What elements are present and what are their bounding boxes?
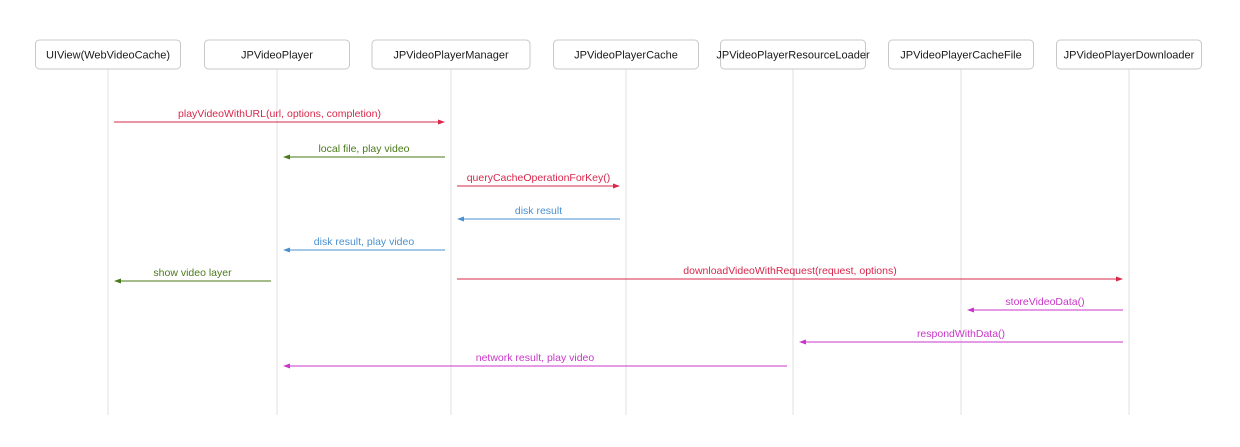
message-label: queryCacheOperationForKey() — [467, 172, 611, 184]
participant-cache: JPVideoPlayerCache — [553, 39, 699, 70]
participant-box — [720, 39, 866, 70]
participant-box — [371, 39, 531, 70]
message-3: queryCacheOperationForKey() — [457, 172, 620, 189]
message-4: disk result — [457, 205, 620, 222]
message-9: respondWithData() — [799, 328, 1123, 345]
message-7: downloadVideoWithRequest(request, option… — [457, 265, 1123, 282]
message-1: playVideoWithURL(url, options, completio… — [114, 108, 445, 125]
message-label: playVideoWithURL(url, options, completio… — [178, 108, 381, 120]
message-2: local file, play video — [283, 143, 445, 160]
participant-label: UIView(WebVideoCache) — [46, 50, 170, 62]
message-label: storeVideoData() — [1005, 296, 1084, 308]
participant-box — [35, 39, 181, 70]
participant-player: JPVideoPlayer — [204, 39, 350, 70]
message-label: network result, play video — [476, 352, 595, 364]
participant-manager: JPVideoPlayerManager — [371, 39, 531, 70]
participant-label: JPVideoPlayerManager — [393, 50, 509, 62]
arrowhead-icon — [283, 154, 290, 160]
arrowhead-icon — [438, 119, 445, 125]
message-6: show video layer — [114, 267, 271, 284]
participant-label: JPVideoPlayerDownloader — [1064, 50, 1195, 62]
message-label: disk result, play video — [314, 236, 415, 248]
participant-cachefile: JPVideoPlayerCacheFile — [888, 39, 1034, 70]
arrowhead-icon — [283, 363, 290, 369]
message-10: network result, play video — [283, 352, 787, 369]
arrowhead-icon — [613, 183, 620, 189]
participant-loader: JPVideoPlayerResourceLoader — [716, 39, 870, 70]
arrowhead-icon — [457, 216, 464, 222]
participant-label: JPVideoPlayerCacheFile — [900, 50, 1021, 62]
participant-label: JPVideoPlayerCache — [574, 50, 678, 62]
arrowhead-icon — [1116, 276, 1123, 282]
arrowhead-icon — [283, 247, 290, 253]
participant-downloader: JPVideoPlayerDownloader — [1056, 39, 1202, 70]
participant-box — [553, 39, 699, 70]
participant-uiview: UIView(WebVideoCache) — [35, 39, 181, 70]
message-label: show video layer — [153, 267, 232, 279]
arrowhead-icon — [799, 339, 806, 345]
participant-label: JPVideoPlayer — [241, 50, 313, 62]
lifelines — [107, 69, 1130, 415]
participant-label: JPVideoPlayerResourceLoader — [716, 50, 870, 62]
message-8: storeVideoData() — [967, 296, 1123, 313]
arrowhead-icon — [114, 278, 121, 284]
participant-box — [204, 39, 350, 70]
message-label: disk result — [515, 205, 562, 217]
message-label: local file, play video — [318, 143, 409, 155]
message-label: downloadVideoWithRequest(request, option… — [683, 265, 896, 277]
message-label: respondWithData() — [917, 328, 1005, 340]
participant-box — [888, 39, 1034, 70]
message-5: disk result, play video — [283, 236, 445, 253]
participant-box — [1056, 39, 1202, 70]
arrowhead-icon — [967, 307, 974, 313]
participants: UIView(WebVideoCache) JPVideoPlayer JPVide… — [35, 39, 1202, 70]
messages: playVideoWithURL(url, options, completio… — [114, 108, 1123, 369]
